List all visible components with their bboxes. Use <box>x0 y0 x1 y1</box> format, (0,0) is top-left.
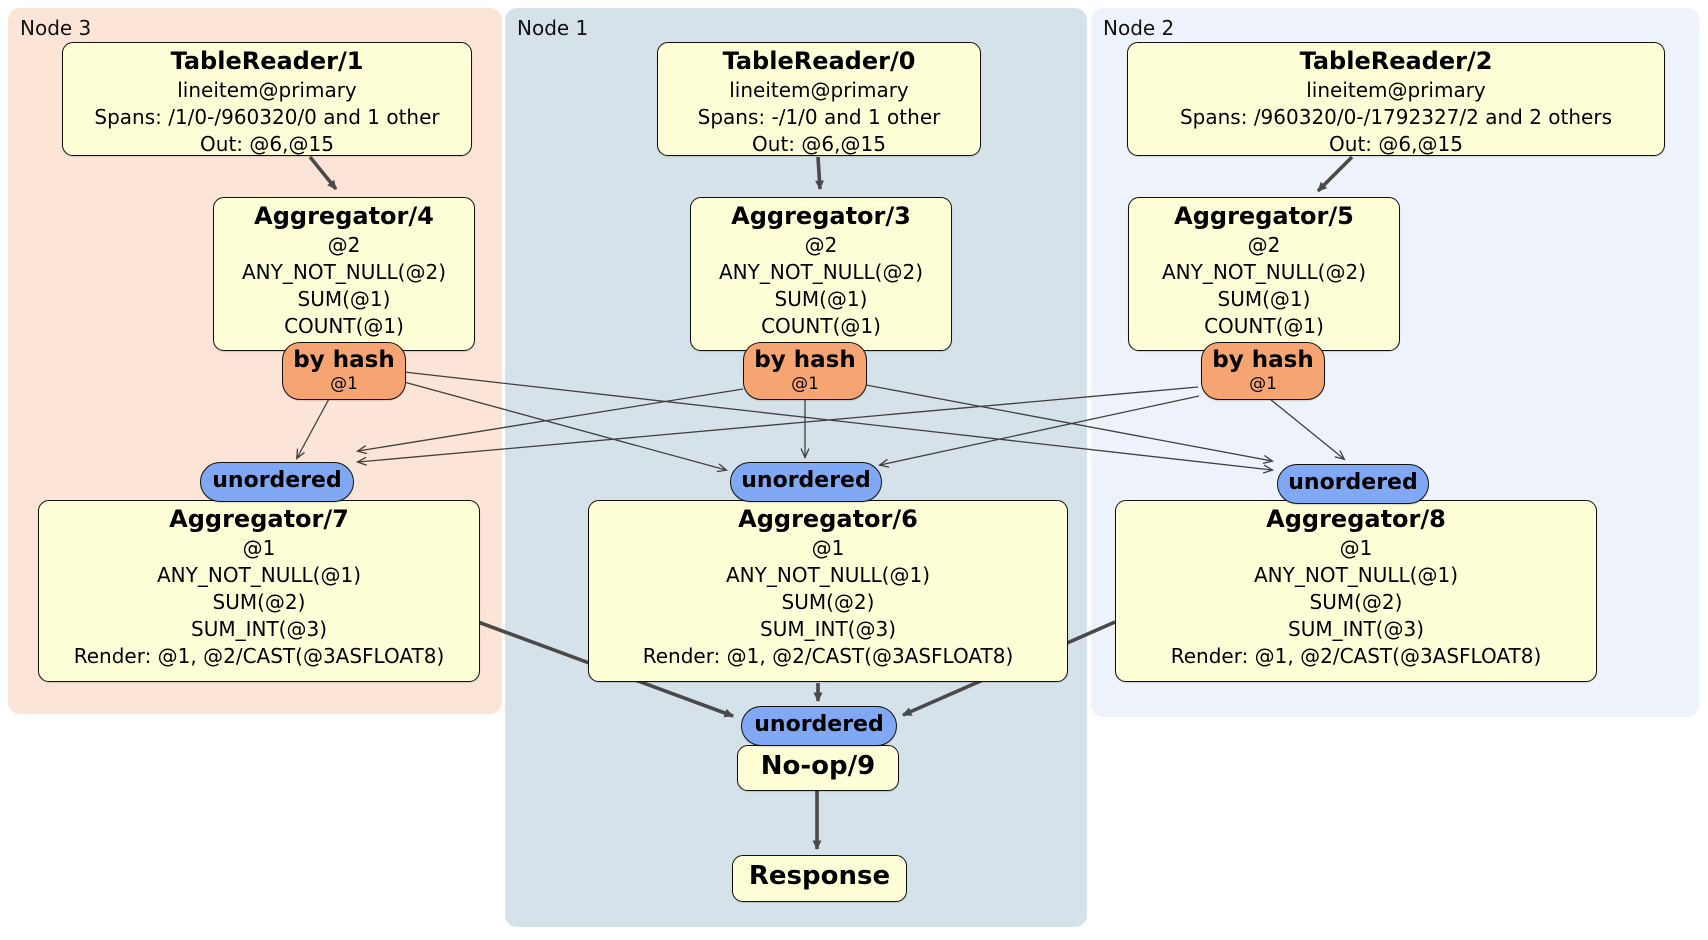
edge-hash5-sync-mid <box>880 395 1200 465</box>
processor-title: TableReader/2 <box>1299 47 1493 75</box>
router-detail: @1 <box>791 374 819 394</box>
region-node3-label: Node 3 <box>20 16 92 40</box>
processor-detail: ANY_NOT_NULL(@2) <box>719 260 923 284</box>
processor-detail: SUM(@1) <box>1217 287 1311 311</box>
processor-noop-9: No-op/9 <box>737 745 899 791</box>
processor-detail: SUM_INT(@3) <box>1288 617 1424 641</box>
processor-title: TableReader/1 <box>170 47 364 75</box>
processor-title: Aggregator/3 <box>731 202 911 230</box>
router-label: by hash <box>293 347 395 373</box>
processor-detail: Spans: -/1/0 and 1 other <box>697 105 941 129</box>
processor-aggregator-8: Aggregator/8 @1 ANY_NOT_NULL(@1) SUM(@2)… <box>1115 500 1597 682</box>
edge-hash5-sync-right <box>1269 398 1344 459</box>
processor-tablereader-0: TableReader/0 lineitem@primary Spans: -/… <box>657 42 981 156</box>
processor-title: No-op/9 <box>760 751 876 781</box>
processor-tablereader-2: TableReader/2 lineitem@primary Spans: /9… <box>1127 42 1665 156</box>
processor-detail: lineitem@primary <box>729 78 909 102</box>
edge-tr1-agg4 <box>308 155 338 191</box>
processor-detail: SUM(@2) <box>212 590 306 614</box>
processor-title: TableReader/0 <box>722 47 916 75</box>
sync-label: unordered <box>1288 470 1418 495</box>
processor-detail: ANY_NOT_NULL(@1) <box>1254 563 1458 587</box>
processor-aggregator-4: Aggregator/4 @2 ANY_NOT_NULL(@2) SUM(@1)… <box>213 197 475 351</box>
processor-detail: SUM_INT(@3) <box>760 617 896 641</box>
processor-title: Aggregator/4 <box>254 202 434 230</box>
processor-title: Aggregator/8 <box>1266 505 1446 533</box>
processor-title: Aggregator/7 <box>169 505 349 533</box>
processor-detail: @1 <box>1339 536 1373 560</box>
processor-title: Response <box>748 861 891 891</box>
processor-detail: SUM(@2) <box>1309 590 1403 614</box>
processor-detail: Out: @6,@15 <box>752 132 886 156</box>
processor-aggregator-7: Aggregator/7 @1 ANY_NOT_NULL(@1) SUM(@2)… <box>38 500 480 682</box>
processor-detail: Spans: /960320/0-/1792327/2 and 2 others <box>1179 105 1612 129</box>
edge-hash5-sync-left <box>358 386 1199 462</box>
processor-detail: COUNT(@1) <box>284 314 404 338</box>
processor-detail: @2 <box>804 233 838 257</box>
region-node1-label: Node 1 <box>517 16 589 40</box>
response-node: Response <box>732 855 907 902</box>
processor-detail: @2 <box>327 233 361 257</box>
processor-tablereader-1: TableReader/1 lineitem@primary Spans: /1… <box>62 42 472 156</box>
processor-detail: SUM(@2) <box>781 590 875 614</box>
processor-detail: Spans: /1/0-/960320/0 and 1 other <box>94 105 440 129</box>
processor-title: Aggregator/6 <box>738 505 918 533</box>
unordered-sync-middle: unordered <box>730 462 882 502</box>
unordered-sync-right: unordered <box>1277 464 1429 504</box>
edge-hash4-sync-right <box>403 371 1272 470</box>
processor-detail: lineitem@primary <box>177 78 357 102</box>
processor-aggregator-3: Aggregator/3 @2 ANY_NOT_NULL(@2) SUM(@1)… <box>690 197 952 351</box>
region-node2-label: Node 2 <box>1103 16 1175 40</box>
sync-label: unordered <box>212 468 342 493</box>
processor-detail: ANY_NOT_NULL(@2) <box>242 260 446 284</box>
router-label: by hash <box>1212 347 1314 373</box>
processor-detail: SUM_INT(@3) <box>191 617 327 641</box>
by-hash-router-3: by hash @1 <box>743 342 867 400</box>
router-detail: @1 <box>1249 374 1277 394</box>
processor-detail: ANY_NOT_NULL(@1) <box>726 563 930 587</box>
processor-detail: Out: @6,@15 <box>1329 132 1463 156</box>
unordered-sync-left: unordered <box>200 462 354 502</box>
processor-aggregator-5: Aggregator/5 @2 ANY_NOT_NULL(@2) SUM(@1)… <box>1128 197 1400 351</box>
processor-detail: Render: @1, @2/CAST(@3ASFLOAT8) <box>73 644 445 668</box>
by-hash-router-5: by hash @1 <box>1201 342 1325 400</box>
processor-detail: Render: @1, @2/CAST(@3ASFLOAT8) <box>1170 644 1542 668</box>
processor-detail: ANY_NOT_NULL(@2) <box>1162 260 1366 284</box>
processor-detail: ANY_NOT_NULL(@1) <box>157 563 361 587</box>
edge-hash3-sync-right <box>865 384 1272 461</box>
sync-label: unordered <box>741 468 871 493</box>
processor-detail: @1 <box>242 536 276 560</box>
processor-detail: SUM(@1) <box>297 287 391 311</box>
router-detail: @1 <box>330 374 358 394</box>
processor-detail: Render: @1, @2/CAST(@3ASFLOAT8) <box>642 644 1014 668</box>
processor-detail: @1 <box>811 536 845 560</box>
processor-detail: @2 <box>1247 233 1281 257</box>
processor-title: Aggregator/5 <box>1174 202 1354 230</box>
processor-detail: Out: @6,@15 <box>200 132 334 156</box>
edge-hash4-sync-mid <box>403 381 726 470</box>
processor-detail: SUM(@1) <box>774 287 868 311</box>
unordered-sync-final: unordered <box>741 706 897 746</box>
edge-tr0-agg3 <box>814 156 824 190</box>
sync-label: unordered <box>754 712 884 737</box>
processor-detail: lineitem@primary <box>1306 78 1486 102</box>
processor-aggregator-6: Aggregator/6 @1 ANY_NOT_NULL(@1) SUM(@2)… <box>588 500 1068 682</box>
processor-detail: COUNT(@1) <box>1204 314 1324 338</box>
by-hash-router-4: by hash @1 <box>282 342 406 400</box>
edge-tr2-agg5 <box>1316 155 1354 193</box>
router-label: by hash <box>754 347 856 373</box>
processor-detail: COUNT(@1) <box>761 314 881 338</box>
edge-hash4-sync-left <box>297 396 331 458</box>
edge-hash3-sync-left <box>358 388 744 451</box>
